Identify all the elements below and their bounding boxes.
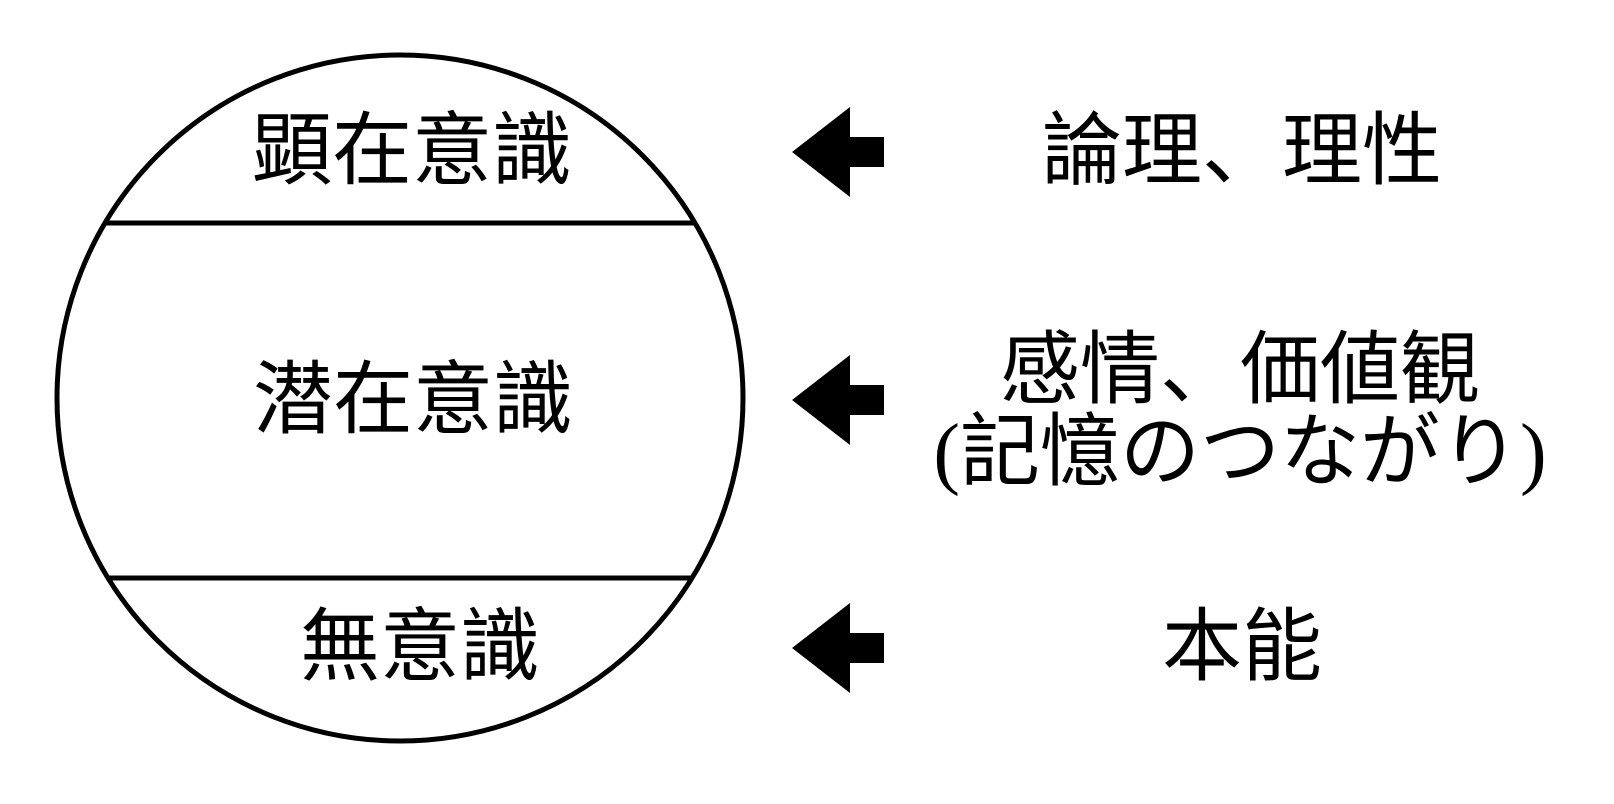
annotation-instinct: 本能 [1162, 604, 1322, 692]
annotation-emotion-values: 感情、価値観 (記憶のつながり) [933, 330, 1546, 494]
annotation-emotion-values-line2: (記憶のつながり) [933, 409, 1547, 497]
annotation-emotion-values-line1: 感情、価値観 [1000, 327, 1480, 415]
left-arrow-icon-conscious [792, 107, 884, 197]
circle-outline [54, 52, 746, 744]
annotation-logic-reason: 論理、理性 [1042, 108, 1442, 196]
section-label-unconscious: 無意識 [300, 604, 540, 692]
left-arrow-icon-subconscious [792, 355, 884, 445]
section-label-conscious: 顕在意識 [252, 108, 572, 196]
left-arrow-icon-unconscious [792, 603, 884, 693]
section-label-subconscious: 潜在意識 [253, 357, 573, 445]
